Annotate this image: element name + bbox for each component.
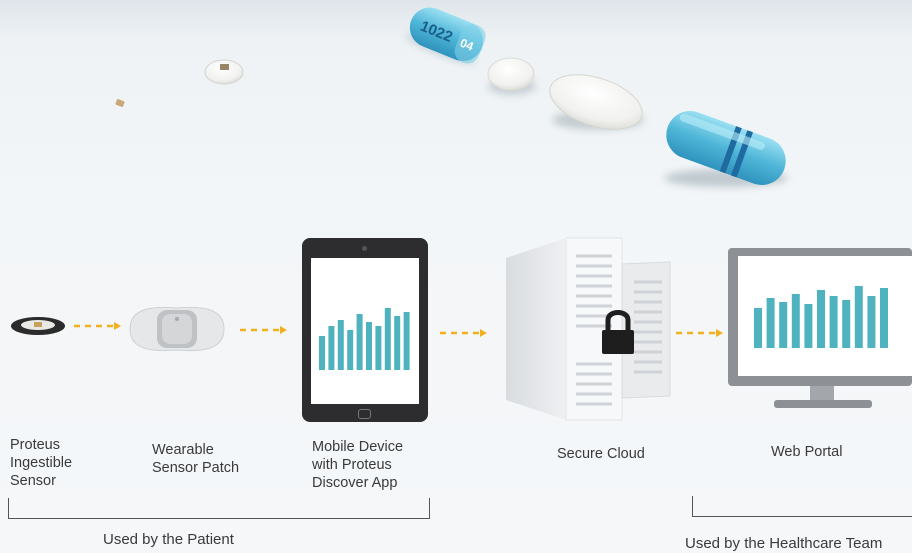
mobile-device-icon [302, 238, 428, 422]
screen-bar [854, 286, 863, 348]
screen-bar [754, 308, 762, 348]
label-line: Wearable [152, 442, 214, 458]
label-line: Proteus [10, 437, 60, 453]
capsule-top-icon: 1022 04 [405, 7, 486, 65]
screen-bar [880, 288, 888, 348]
label-line: Web Portal [771, 444, 843, 460]
flow-arrow-4 [676, 329, 723, 337]
tiny-chip-icon [115, 99, 125, 107]
screen-bar [817, 290, 825, 348]
screen-bar [356, 314, 363, 370]
healthcare-bracket [692, 496, 912, 517]
screen-bar [791, 294, 800, 348]
screen-bar [366, 322, 372, 370]
screen-bar [829, 296, 838, 348]
ingestible-sensor-icon [11, 317, 65, 335]
screen-bar [867, 296, 876, 348]
secure-cloud-server-icon [506, 237, 671, 421]
screen-bar [403, 312, 410, 370]
screen-bar [384, 308, 391, 370]
label-line: Sensor Patch [152, 460, 240, 476]
label-line: Ingestible [10, 455, 73, 471]
oval-tablet-icon [549, 74, 643, 130]
tablet-screen [311, 258, 419, 404]
monitor-bar-chart [754, 286, 888, 348]
patient-group-label: Used by the Patient [103, 531, 234, 548]
wearable-patch-icon [129, 306, 225, 352]
flow-arrow-3 [440, 329, 487, 337]
screen-bar [337, 320, 344, 370]
flow-arrow-2 [240, 326, 287, 334]
label-mobile-device: Mobile Device with Proteus Discover App [312, 438, 442, 492]
label-wearable-patch: Wearable Sensor Patch [152, 441, 272, 477]
capsule-striped-icon [666, 111, 786, 185]
screen-bar [394, 316, 401, 370]
tablet-bar-chart [319, 308, 410, 370]
capsule-imprint-2: 04 [458, 36, 476, 54]
label-line: Sensor [10, 473, 56, 489]
label-line: Mobile Device [312, 439, 404, 455]
screen-bar [375, 326, 382, 370]
screen-bar [804, 304, 813, 348]
screen-bar [779, 302, 788, 348]
round-tablet-icon [487, 57, 535, 91]
patient-bracket [8, 498, 430, 519]
sensor-disc-icon [204, 59, 244, 85]
screen-bar [319, 336, 325, 370]
screen-bar [328, 326, 335, 370]
screen-bar [766, 298, 775, 348]
flow-arrow-1 [74, 322, 121, 330]
web-portal-monitor-icon [728, 248, 912, 414]
home-button-icon [358, 409, 371, 419]
label-line: Secure Cloud [557, 446, 645, 462]
label-line: with Proteus [312, 457, 392, 473]
pills-illustration: 1022 04 [115, 7, 788, 187]
label-line: Discover App [312, 475, 398, 491]
lock-icon [602, 310, 634, 354]
healthcare-group-label: Used by the Healthcare Team [685, 535, 883, 552]
screen-bar [842, 300, 851, 348]
label-ingestible-sensor: Proteus Ingestible Sensor [10, 436, 110, 490]
label-web-portal: Web Portal [771, 443, 891, 461]
label-secure-cloud: Secure Cloud [557, 445, 677, 463]
screen-bar [347, 330, 354, 370]
